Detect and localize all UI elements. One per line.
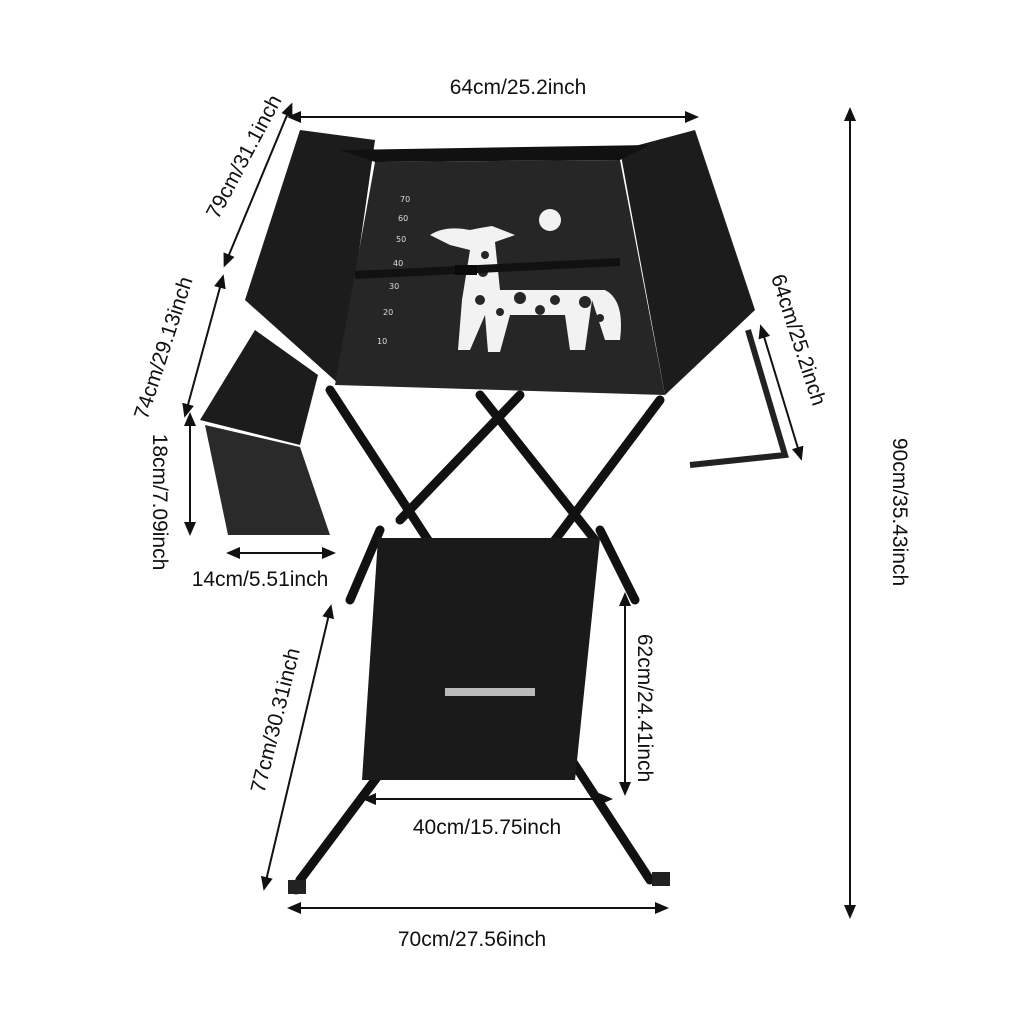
safety-strap <box>354 258 621 279</box>
ruler-mark: 40 <box>393 259 403 268</box>
giraffe-spots <box>475 251 604 322</box>
top-width-label: 64cm/25.2inch <box>450 76 587 99</box>
shelf-bracket <box>445 688 535 696</box>
mat-length-label: 79cm/31.1inch <box>202 91 286 222</box>
foot-cap <box>288 880 306 894</box>
right-depth-label: 64cm/25.2inch <box>766 271 830 408</box>
leg-length-label: 77cm/30.31inch <box>247 646 305 795</box>
shelf-height-label: 62cm/24.41inch <box>633 634 656 782</box>
basket-height-label: 18cm/7.09inch <box>148 434 171 571</box>
lower-storage-shelf <box>362 538 600 780</box>
basket-width-label: 14cm/5.51inch <box>192 568 329 591</box>
ruler-mark: 50 <box>396 235 406 244</box>
back-wall <box>340 145 650 162</box>
height-ruler: 70 60 50 40 30 20 10 <box>377 195 410 346</box>
giraffe-print <box>430 209 621 352</box>
ruler-mark: 30 <box>389 282 399 291</box>
left-side-wall <box>245 130 375 385</box>
total-height-label: 90cm/35.43inch <box>888 438 911 586</box>
dimension-arrows <box>182 102 856 919</box>
side-depth-label: 74cm/29.13inch <box>130 274 198 422</box>
right-side-wall <box>620 130 755 395</box>
ruler-mark: 20 <box>383 308 393 317</box>
strap-buckle <box>455 265 477 275</box>
ruler-mark: 10 <box>377 337 387 346</box>
ruler-mark: 60 <box>398 214 408 223</box>
ruler-mark: 70 <box>400 195 410 204</box>
shelf-width-label: 40cm/15.75inch <box>413 816 561 839</box>
foot-cap <box>652 872 670 886</box>
side-basket-top <box>200 330 318 445</box>
mesh-basket <box>205 425 330 535</box>
base-width-label: 70cm/27.56inch <box>398 928 546 951</box>
